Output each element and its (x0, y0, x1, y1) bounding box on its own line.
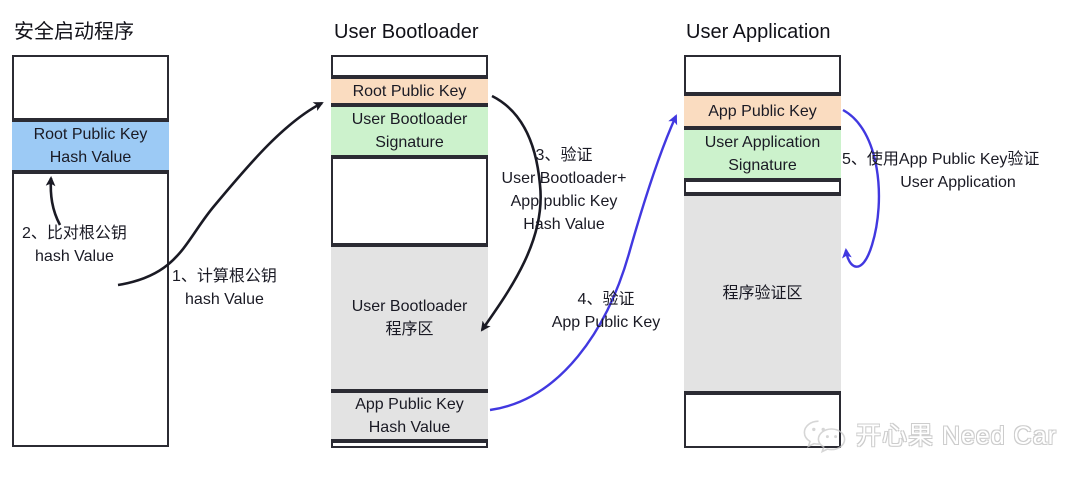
column-title-user-application: User Application (686, 21, 831, 43)
band-label-line1: 程序验证区 (722, 285, 803, 302)
step-3-line-2: User Bootloader+ (501, 170, 627, 187)
watermark-text: 开心果 Need Car (856, 422, 1057, 450)
step-4-line-1: 4、验证 (577, 291, 635, 308)
band-ub-top-blank (331, 55, 488, 77)
band-ub-program-area: User Bootloader 程序区 (331, 245, 488, 391)
band-ub-bottom-blank (331, 441, 488, 450)
step-1-line-1: 1、计算根公钥 (172, 268, 277, 285)
band-label-line1: User Bootloader (351, 111, 468, 128)
step-2-line-2: hash Value (35, 248, 114, 265)
band-label-line2: 程序区 (385, 321, 434, 338)
band-sb-top-blank (12, 55, 169, 120)
band-label-line1: App Public Key (708, 102, 817, 120)
band-label-line2: Signature (375, 134, 444, 151)
step-4-line-2: App Public Key (551, 314, 661, 331)
band-ua-app-public-key: App Public Key (684, 94, 841, 128)
band-ua-mid-blank (684, 180, 841, 194)
step-2-line-1: 2、比对根公钥 (22, 225, 127, 242)
band-ub-root-public-key: Root Public Key (331, 77, 488, 105)
band-label-line1: App Public Key (355, 396, 464, 413)
column-title-secure-boot: 安全启动程序 (14, 21, 134, 43)
step-3-line-3: App public Key (510, 193, 618, 210)
band-label-line1: Root Public Key (33, 126, 148, 143)
band-label-line2: Hash Value (368, 419, 451, 436)
step-3-line-4: Hash Value (523, 216, 605, 233)
band-sb-bottom-blank (12, 172, 169, 449)
band-ub-mid-blank (331, 157, 488, 245)
step-1-label: 1、计算根公钥 hash Value (172, 265, 277, 311)
band-ua-top-blank (684, 55, 841, 94)
band-label-line2: Signature (728, 157, 797, 174)
step-1-line-2: hash Value (185, 291, 264, 308)
band-ua-verify-area: 程序验证区 (684, 194, 841, 393)
step-4-label: 4、验证 App Public Key (536, 288, 676, 334)
band-ua-signature: User Application Signature (684, 128, 841, 180)
step-5-line-2: User Application (900, 174, 1016, 191)
step-2-label: 2、比对根公钥 hash Value (22, 222, 127, 268)
step-5-label: 5、使用App Public Key验证 User Application (842, 148, 1074, 194)
band-ub-app-key-hash: App Public Key Hash Value (331, 391, 488, 441)
band-sb-root-hash: Root Public Key Hash Value (12, 120, 169, 172)
column-title-user-bootloader: User Bootloader (334, 21, 479, 43)
memory-map-user-bootloader: Root Public Key User Bootloader Signatur… (331, 55, 488, 448)
step-5-line-1: 5、使用App Public Key验证 (842, 151, 1040, 168)
band-ua-bottom-blank (684, 393, 841, 450)
watermark: 开心果 Need Car (802, 418, 1057, 454)
band-label-line2: Hash Value (49, 149, 132, 166)
step-3-line-1: 3、验证 (535, 147, 593, 164)
band-ub-signature: User Bootloader Signature (331, 105, 488, 157)
band-label-line1: Root Public Key (352, 82, 467, 100)
band-label-line1: User Bootloader (351, 298, 468, 315)
step-3-label: 3、验证 User Bootloader+ App public Key Has… (494, 144, 634, 236)
wechat-icon (803, 420, 846, 454)
band-label-line1: User Application (704, 134, 821, 151)
memory-map-user-application: App Public Key User Application Signatur… (684, 55, 841, 448)
